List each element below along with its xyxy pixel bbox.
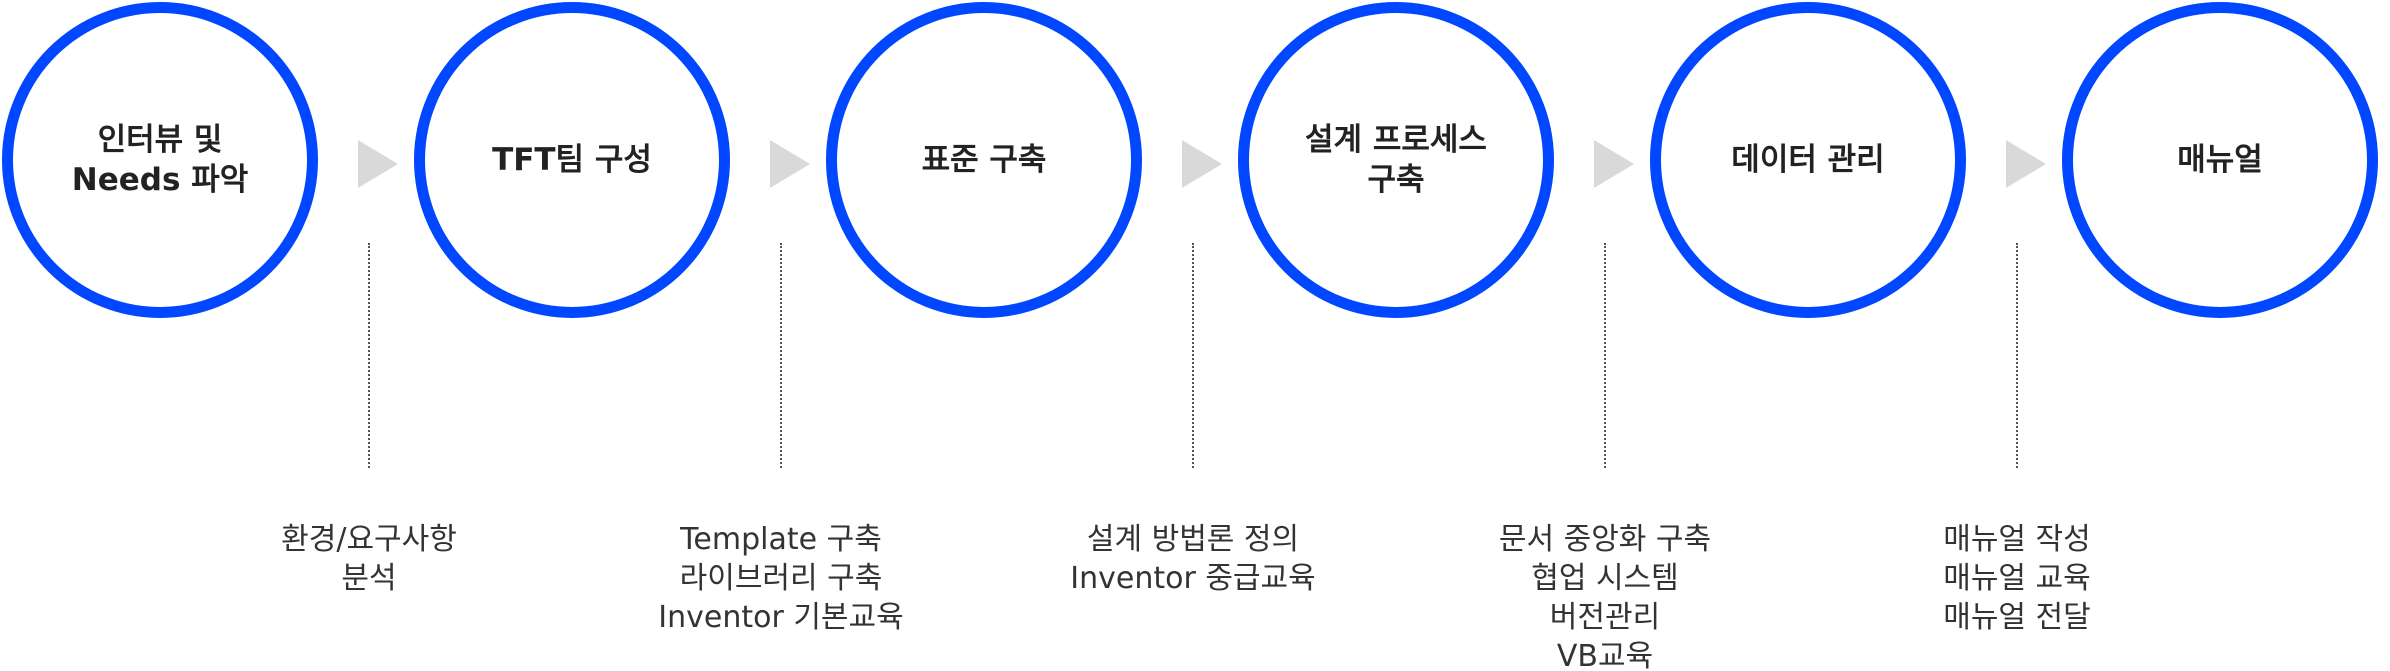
step-title: 데이터 관리 [1731,142,1885,178]
detail-line: 환경/요구사항 [281,522,457,557]
step-title: 매뉴얼 [2177,142,2263,178]
detail-line: 분석 [341,561,397,596]
step-circle-standard: 표준 구축 [826,2,1142,318]
detail-line: 매뉴얼 작성 [1943,522,2091,557]
detail-block-manual: 매뉴얼 작성 매뉴얼 교육 매뉴얼 전달 [1857,520,2177,637]
detail-block-document: 문서 중앙화 구축 협업 시스템 버전관리 VB교육 [1445,520,1765,671]
step-title: 인터뷰 및 Needs 파악 [71,122,249,198]
detail-line: Inventor 중급교육 [1070,561,1316,596]
dotted-connector [1192,243,1194,468]
arrow-right-icon [1182,140,1222,188]
detail-line: 문서 중앙화 구축 [1498,522,1712,557]
step-circle-interview: 인터뷰 및 Needs 파악 [2,2,318,318]
arrow-right-icon [2006,140,2046,188]
detail-line: 매뉴얼 교육 [1943,561,2091,596]
detail-line: 설계 방법론 정의 [1086,522,1300,557]
step-circle-tft: TFT팀 구성 [414,2,730,318]
detail-line: Inventor 기본교육 [658,600,904,635]
step-circle-manual: 매뉴얼 [2062,2,2378,318]
detail-line: Template 구축 [680,522,882,557]
step-title: TFT팀 구성 [492,142,652,178]
dotted-connector [780,243,782,468]
detail-block-requirements: 환경/요구사항 분석 [209,520,529,598]
detail-line: 라이브러리 구축 [679,561,883,596]
dotted-connector [2016,243,2018,468]
detail-block-methodology: 설계 방법론 정의 Inventor 중급교육 [1033,520,1353,598]
arrow-right-icon [1594,140,1634,188]
detail-line: 버전관리 [1549,600,1661,635]
step-title: 표준 구축 [921,142,1047,178]
step-circle-data-management: 데이터 관리 [1650,2,1966,318]
detail-line: 매뉴얼 전달 [1943,600,2091,635]
step-circle-design-process: 설계 프로세스 구축 [1238,2,1554,318]
step-title: 설계 프로세스 구축 [1305,122,1487,198]
dotted-connector [1604,243,1606,468]
arrow-right-icon [358,140,398,188]
detail-line: 협업 시스템 [1531,561,1679,596]
detail-line: VB교육 [1556,639,1654,671]
arrow-right-icon [770,140,810,188]
dotted-connector [368,243,370,468]
detail-block-template: Template 구축 라이브러리 구축 Inventor 기본교육 [621,520,941,637]
